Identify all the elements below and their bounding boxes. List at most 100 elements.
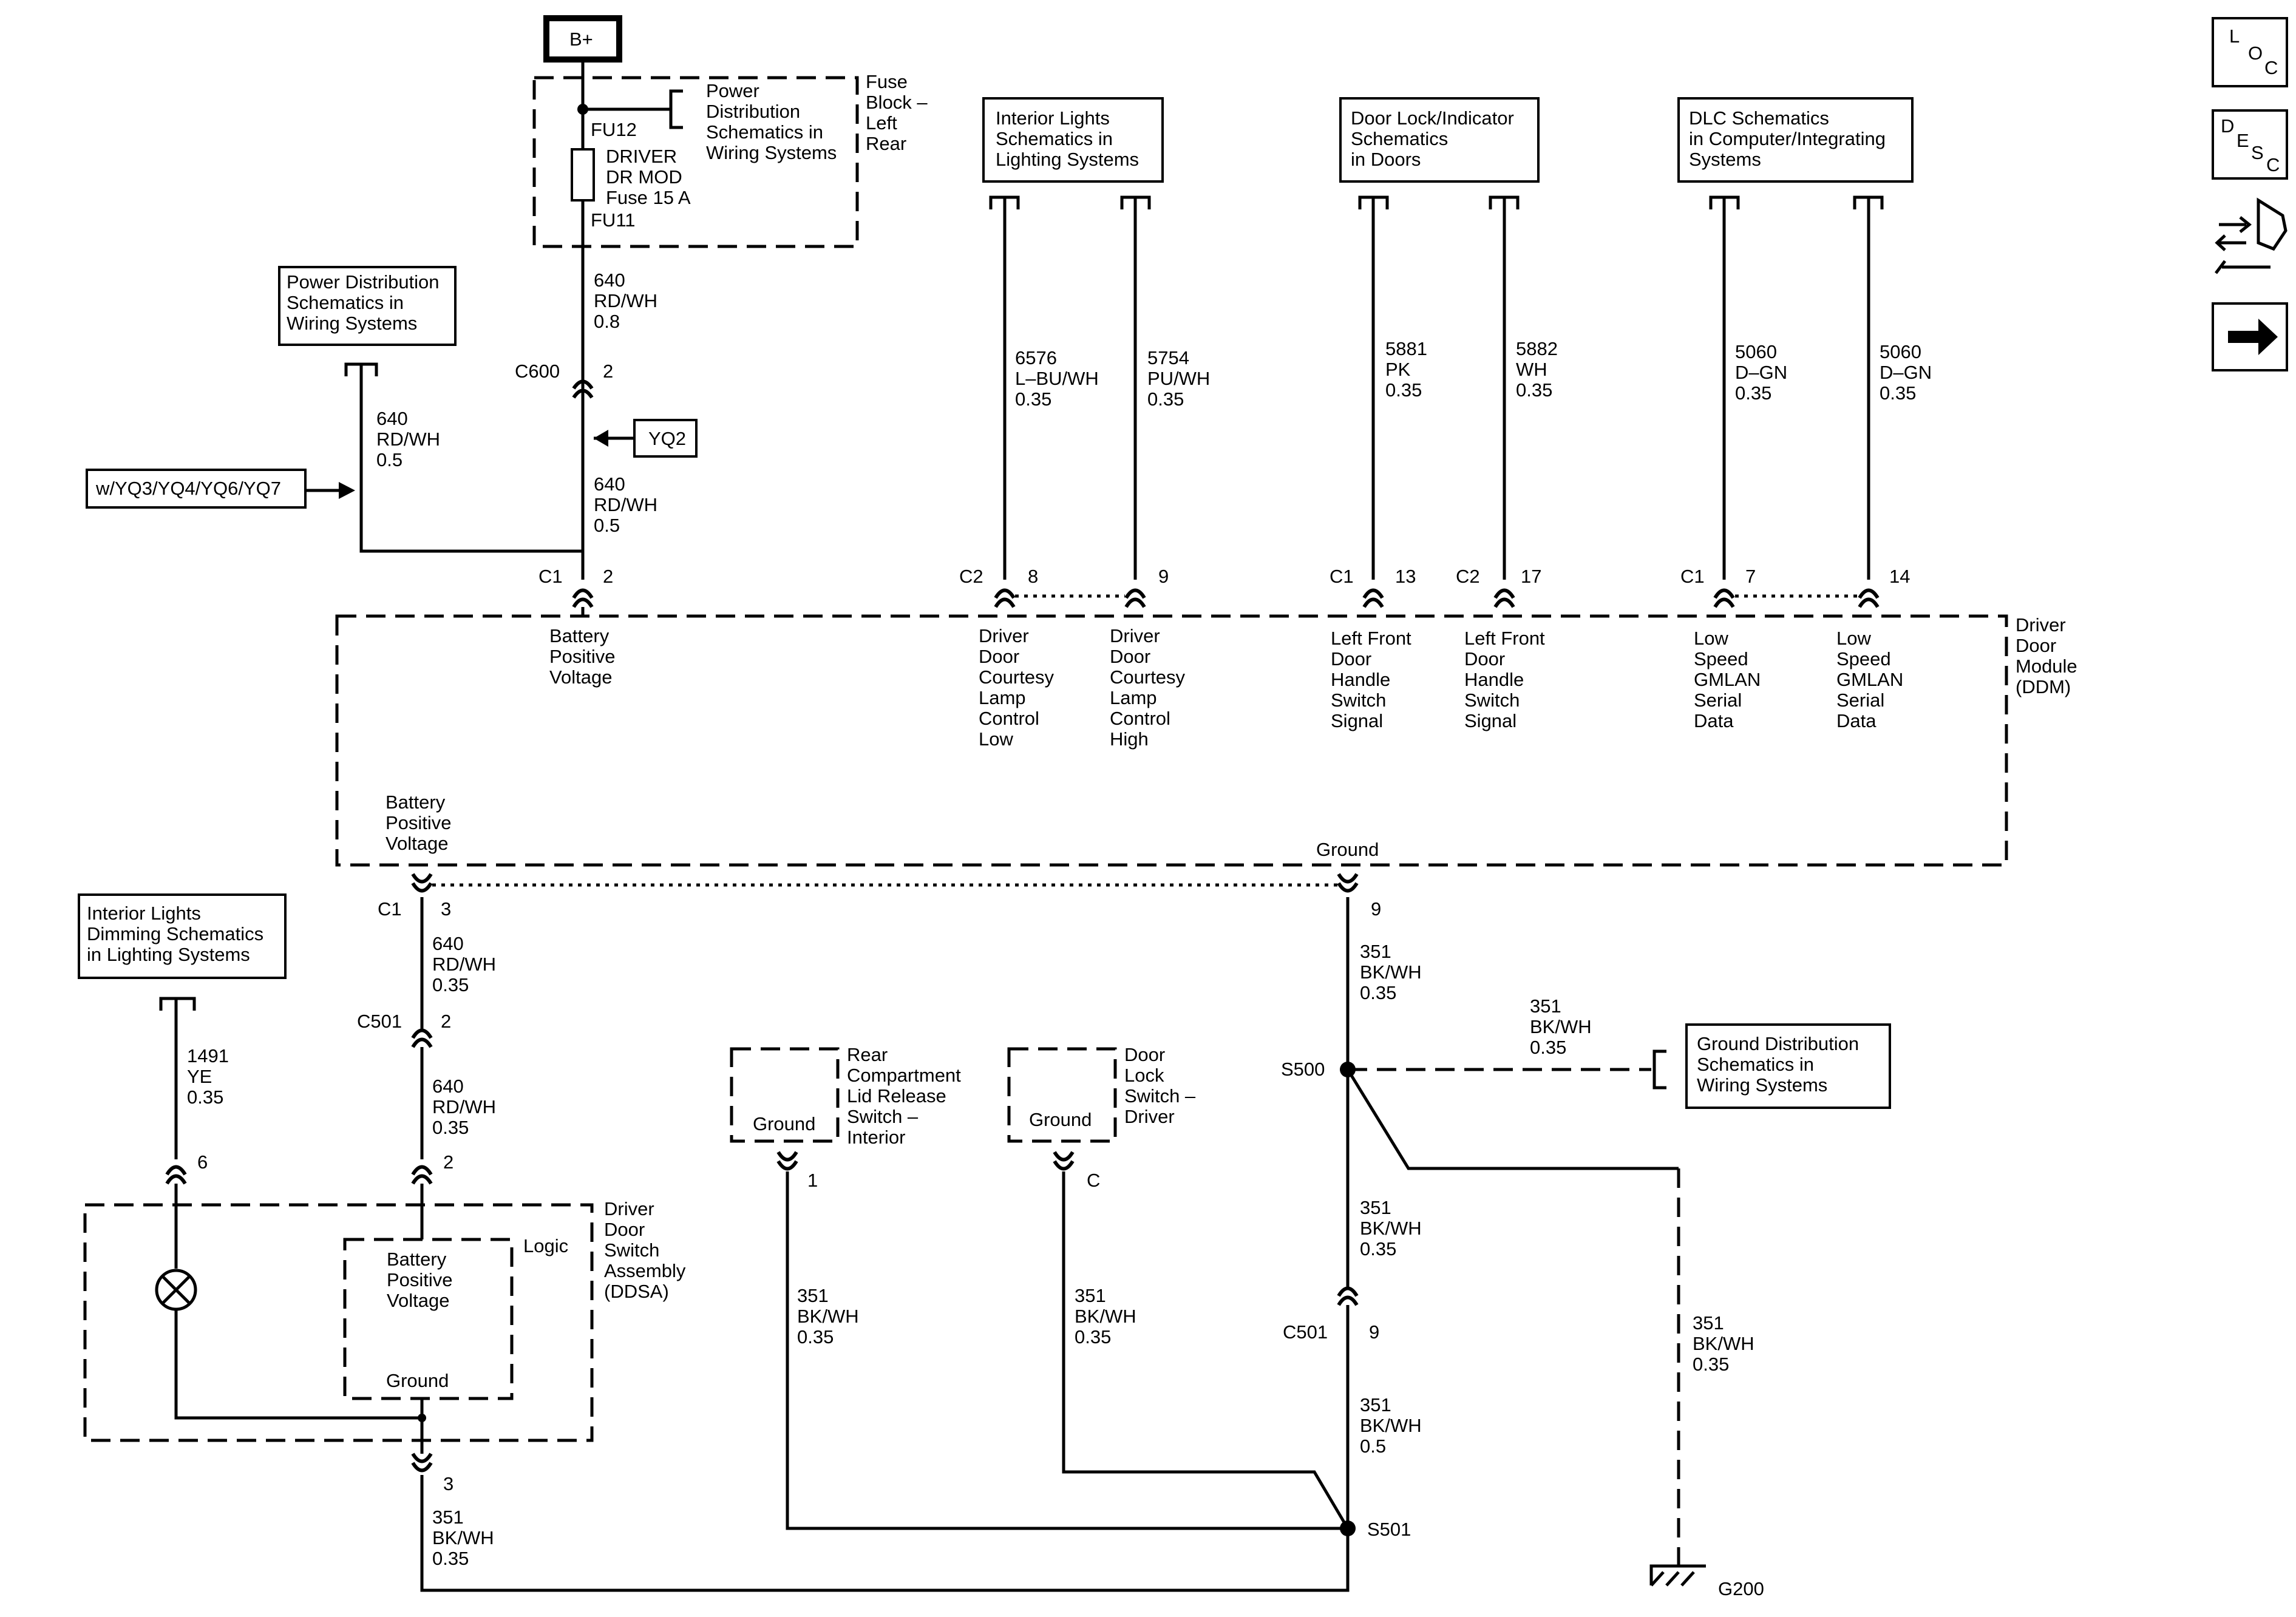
s500-label: S500 (1281, 1059, 1325, 1080)
ddm-pin-label: Battery Positive Voltage (549, 625, 620, 688)
fuse-block-pd-ref: Power Distribution Schematics in Wiring … (706, 80, 837, 163)
desc-e: E (2237, 130, 2249, 151)
wire-640-c1-3-label: 640 RD/WH 0.35 (432, 933, 501, 995)
wire-351-g200-label: 351 BK/WH 0.35 (1693, 1312, 1759, 1375)
ddsa-batt-label: Battery Positive Voltage (387, 1249, 458, 1311)
ddm-pin-label: Low Speed GMLAN Serial Data (1836, 628, 1909, 731)
c501-ground-label: C501 (1283, 1321, 1328, 1343)
ddm-pin-c2-9: 9 Driver Door Courtesy Lamp Control High (1110, 566, 1190, 750)
dlc-ref-text: DLC Schematics in Computer/Integrating S… (1689, 107, 1891, 170)
loc-button[interactable]: L O C (2212, 17, 2288, 87)
wire-640-08-label: 640 RD/WH 0.8 (594, 270, 663, 332)
wire-640-c501-label: 640 RD/WH 0.35 (432, 1076, 501, 1138)
ddm-pin-conn: C1 (538, 566, 563, 587)
next-arrow-button[interactable] (2212, 302, 2288, 371)
rear-switch-pin: 1 (807, 1170, 818, 1191)
loc-c: C (2264, 57, 2278, 78)
rear-compartment-switch (730, 1047, 840, 1143)
door-lock-switch (1007, 1047, 1117, 1143)
wire-5754-label: 5754 PU/WH 0.35 (1147, 347, 1215, 410)
ddsa-c501-label: C501 (357, 1011, 402, 1032)
wire-351-gd-label: 351 BK/WH 0.35 (1530, 995, 1597, 1058)
ground-distribution-ref[interactable] (1685, 1023, 1891, 1109)
wire-5060b-label: 5060 D–GN 0.35 (1880, 341, 1937, 404)
ddm-pin9: 9 (1371, 898, 1381, 920)
s501-label: S501 (1367, 1519, 1411, 1540)
ddm-pin-14: 14 Low Speed GMLAN Serial Data (1836, 566, 1910, 731)
next-arrow-icon (2228, 319, 2278, 355)
ddm-pin-c2-8: C2 8 Driver Door Courtesy Lamp Control L… (959, 566, 1059, 750)
dlc-ref[interactable] (1677, 97, 1914, 183)
ddsa-pin3: 3 (443, 1473, 453, 1494)
ddsa-logic-label: Logic (523, 1235, 568, 1256)
wire-351-c501-label: 351 BK/WH 0.5 (1360, 1394, 1427, 1457)
interior-lights-ref[interactable] (982, 97, 1164, 183)
ddm-pin-c1-2: C1 2 Battery Positive Voltage (538, 566, 620, 688)
wire-640-05a-label: 640 RD/WH 0.5 (594, 473, 663, 536)
ddm-pin-label: Left Front Door Handle Switch Signal (1331, 628, 1416, 731)
ddsa-title: Driver Door Switch Assembly (DDSA) (604, 1198, 691, 1302)
ddm-pin-label: Driver Door Courtesy Lamp Control Low (979, 625, 1059, 750)
fuse-block (532, 76, 859, 248)
dls-ground: Ground (1029, 1109, 1092, 1130)
fu12-label: FU12 (591, 119, 637, 140)
ddm-pin-number: 17 (1521, 566, 1541, 587)
power-distribution-ref-text: Power Distribution Schematics in Wiring … (287, 271, 444, 334)
wire-351-rear-label: 351 BK/WH 0.35 (797, 1285, 864, 1348)
ddm-pin-c2-17: C2 17 Left Front Door Handle Switch Sign… (1456, 566, 1550, 731)
interior-lights-ref-text: Interior Lights Schematics in Lighting S… (996, 107, 1139, 170)
wire-5881-label: 5881 PK 0.35 (1385, 338, 1433, 401)
wire-351-s500-label: 351 BK/WH 0.35 (1360, 1197, 1427, 1259)
wire-351-ddsa-label: 351 BK/WH 0.35 (432, 1507, 499, 1569)
ddsa-module (83, 1203, 594, 1442)
ddm-pin-c1-7: C1 7 Low Speed GMLAN Serial Data (1680, 566, 1766, 731)
connector-repair-icon[interactable] (2215, 197, 2288, 274)
desc-c: C (2266, 154, 2280, 175)
ddsa-ground-label: Ground (386, 1370, 449, 1391)
ddm-pin-number: 9 (1158, 566, 1169, 587)
ddm-pin-label: Left Front Door Handle Switch Signal (1464, 628, 1550, 731)
ddm-pin-conn: C2 (959, 566, 983, 587)
ddm-pin-conn: C1 (1680, 566, 1705, 587)
wire-6576-label: 6576 L–BU/WH 0.35 (1015, 347, 1104, 410)
ddm-pin-label: Low Speed GMLAN Serial Data (1694, 628, 1766, 731)
ddm-bottom-batt-label: Battery Positive Voltage (385, 792, 457, 854)
c600-label: C600 (515, 361, 560, 382)
ddm-pin-label: Driver Door Courtesy Lamp Control High (1110, 625, 1190, 750)
power-distribution-ref[interactable] (278, 266, 457, 346)
wire-5060a-label: 5060 D–GN 0.35 (1735, 341, 1793, 404)
ddm-pin-number: 2 (603, 566, 613, 587)
fuse-text: DRIVER DR MOD Fuse 15 A (606, 146, 691, 208)
ddm-bottom-ground-label: Ground (1316, 839, 1379, 860)
wire-640-05b-label: 640 RD/WH 0.5 (376, 408, 446, 470)
dimming-ref[interactable] (78, 893, 287, 979)
option-label: w/YQ3/YQ4/YQ6/YQ7 (95, 478, 281, 499)
door-lock-ref[interactable] (1339, 97, 1540, 183)
c600-pin: 2 (603, 361, 613, 382)
ddm-c1-label: C1 (378, 898, 402, 920)
ddsa-pin2: 2 (443, 1151, 453, 1173)
ddsa-splice (418, 1414, 426, 1422)
dls-title: Door Lock Switch – Driver (1124, 1044, 1201, 1127)
ddm-pin-number: 14 (1889, 566, 1910, 587)
wire-351-9-label: 351 BK/WH 0.35 (1360, 941, 1427, 1003)
ground-symbol-icon (1649, 1564, 1706, 1587)
loc-l: L (2229, 25, 2240, 47)
wire-5882-label: 5882 WH 0.35 (1516, 338, 1563, 401)
yq2-box (633, 419, 698, 458)
rear-switch-ground: Ground (753, 1113, 815, 1134)
ddm-pin-conn: C1 (1330, 566, 1354, 587)
desc-s: S (2251, 142, 2264, 163)
yq2-label: YQ2 (648, 428, 686, 449)
lamp-icon (155, 1269, 197, 1311)
ddsa-logic-box (343, 1238, 514, 1400)
loc-o: O (2248, 42, 2263, 64)
fuse-symbol (571, 148, 595, 202)
g200-label: G200 (1718, 1578, 1764, 1599)
rear-switch-title: Rear Compartment Lid Release Switch – In… (847, 1044, 966, 1148)
desc-button[interactable]: D E S C (2212, 109, 2288, 180)
ddm-pin-c1-13: C1 13 Left Front Door Handle Switch Sign… (1330, 566, 1416, 731)
ddsa-c501-pin: 2 (441, 1011, 451, 1032)
bplus-label: B+ (569, 29, 593, 50)
